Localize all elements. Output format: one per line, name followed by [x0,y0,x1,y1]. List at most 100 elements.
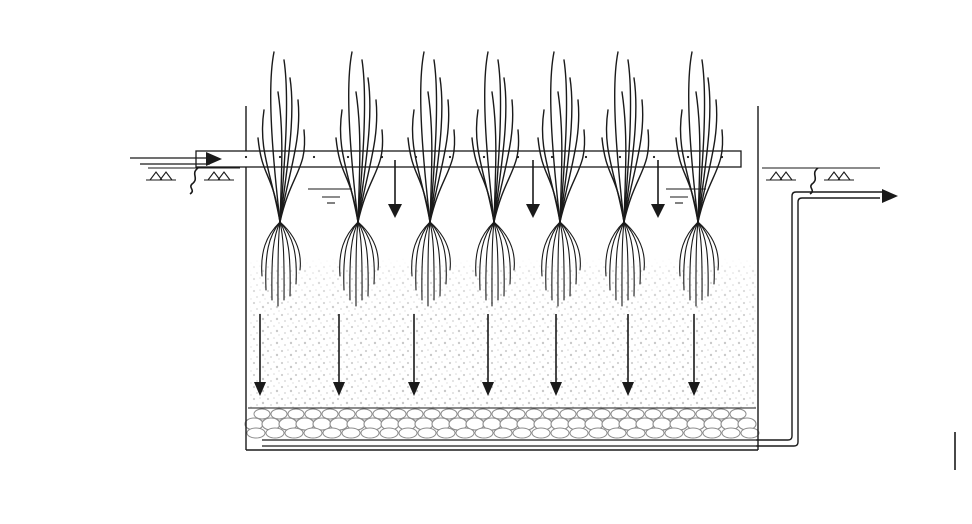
gravel-stone [246,427,266,439]
pipe-hole [448,155,452,159]
plant [257,51,306,307]
gravel-stone [683,427,703,439]
gravel-stone [322,427,342,439]
pipe-hole [244,155,248,159]
gravel-stone [607,427,627,439]
gravel-stone [627,408,645,420]
gravel-stone [695,408,713,420]
flow-arrow [408,314,420,396]
gravel-stone [355,408,373,420]
gravel-stone [287,408,305,420]
downward-flow-arrows [254,314,700,396]
gravel-stone [253,408,271,420]
outlet-arrow [882,189,898,203]
flow-arrow [482,314,494,396]
gravel-stone [493,427,513,439]
gravel-stone [338,408,356,420]
gravel-stone [644,408,662,420]
inlet [130,152,222,166]
gravel-stone [491,408,509,420]
pipe-hole [346,155,350,159]
gravel-stone [550,427,570,439]
filter-media-fade [250,258,756,318]
gravel-stone [531,427,551,439]
gravel-stone [661,408,679,420]
gravel-stone [423,408,441,420]
flow-arrow [254,314,266,396]
plant [471,51,520,307]
gravel-stone [508,408,526,420]
gravel-stone [440,408,458,420]
gravel-stone [729,408,747,420]
gravel-stone [588,427,608,439]
surface-arrow [651,160,665,218]
surface-arrow [388,160,402,218]
gravel-stone [576,408,594,420]
pipe-hole [584,155,588,159]
pipe-hole [312,155,316,159]
plant [675,51,724,307]
gravel-stone [455,427,475,439]
gravel-stone [379,427,399,439]
gravel-stone [321,408,339,420]
gravel-stone [721,427,741,439]
gravel-layer [244,407,760,450]
gravel-stone [569,427,589,439]
gravel-stone [406,408,424,420]
pipe-hole [482,155,486,159]
gravel-stone [436,427,456,439]
gravel-stone [284,427,304,439]
plant [335,51,384,307]
inlet-arrow [206,152,222,166]
water-level-left [308,188,352,204]
pipe-hole [652,155,656,159]
ground-left [146,167,240,195]
drainage-pipe [262,439,756,447]
gravel-stone [303,427,323,439]
gravel-stone [525,408,543,420]
flow-arrow [333,314,345,396]
gravel-stone [457,408,475,420]
plant [537,51,586,307]
flow-arrow [550,314,562,396]
gravel-stone [542,408,560,420]
gravel-stone [664,427,684,439]
gravel-stone [265,427,285,439]
pipe-hole [550,155,554,159]
gravel-stone [372,408,390,420]
distribution-pipe-holes [210,155,724,159]
gravel-stone [474,408,492,420]
plant [407,51,456,307]
outlet-pipe [756,191,885,447]
gravel-stone [360,427,380,439]
flow-arrow [622,314,634,396]
pipe-hole [618,155,622,159]
gravel-stone [270,408,288,420]
gravel-stone [645,427,665,439]
plant [601,51,650,307]
gravel-stone [626,427,646,439]
gravel-stone [398,427,418,439]
gravel-stone [389,408,407,420]
gravel-stone [417,427,437,439]
gravel-stone [712,408,730,420]
gravel-stone [740,427,760,439]
ground-right [762,167,880,195]
gravel-stone [304,408,322,420]
gravel-stone [474,427,494,439]
gravel-stone [610,408,628,420]
gravel-stone [512,427,532,439]
gravel-stone [341,427,361,439]
gravel-stone [559,408,577,420]
flow-arrow [688,314,700,396]
gravel-stone [678,408,696,420]
distribution-pipe [195,150,742,168]
pipe-hole [686,155,690,159]
gravel-stone [593,408,611,420]
gravel-stone [702,427,722,439]
surface-arrow [526,160,540,218]
plants [257,51,724,307]
pipe-hole [278,155,282,159]
